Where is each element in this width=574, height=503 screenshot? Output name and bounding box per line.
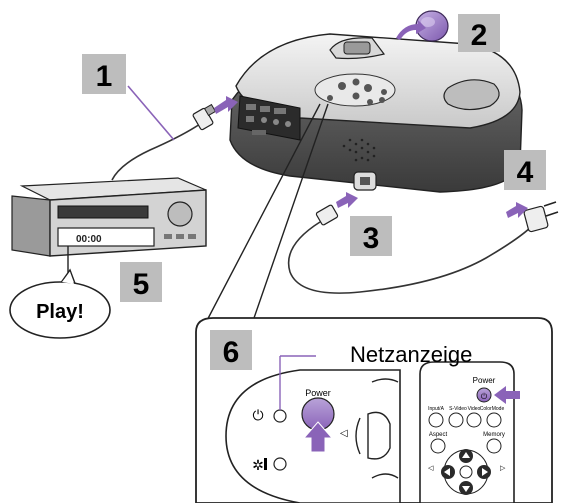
control-panel-closeup: ⏻ ✲ Power ◁ xyxy=(225,355,401,503)
video-plug xyxy=(192,103,217,131)
step-label-4: 4 xyxy=(504,150,546,190)
play-text: Play! xyxy=(36,301,84,323)
svg-text:6: 6 xyxy=(223,336,240,369)
lens-cap xyxy=(415,10,449,42)
volume-icon: ◁ xyxy=(340,428,348,439)
projector xyxy=(229,33,523,193)
remote-memory-button[interactable] xyxy=(486,438,502,454)
remote-closeup: Power ⏻ Input/A S-Video Video ColorMode … xyxy=(419,361,520,503)
svg-text:5: 5 xyxy=(133,268,150,301)
power-icon: ⏻ xyxy=(252,407,263,423)
arrow-icon xyxy=(302,421,334,453)
volume-icon: ▷ xyxy=(500,465,506,472)
panel-power-label: Power xyxy=(305,388,331,398)
vcr-display: 00:00 xyxy=(76,234,102,245)
svg-text:2: 2 xyxy=(471,19,488,52)
inset-title: Netzanzeige xyxy=(350,342,472,367)
step-label-6: 6 xyxy=(210,330,252,370)
step-label-2: 2 xyxy=(458,14,500,52)
wall-plug xyxy=(523,201,559,233)
remote-label-input: Input/A xyxy=(428,406,445,412)
remote-aspect-button[interactable] xyxy=(430,438,446,454)
play-speech-bubble xyxy=(9,268,111,339)
svg-text:1: 1 xyxy=(96,60,113,93)
step1-pointer-line xyxy=(127,85,175,141)
power-plug-projector xyxy=(315,204,339,226)
temp-indicator-led xyxy=(273,457,287,471)
power-cable xyxy=(287,221,533,294)
step-label-5: 5 xyxy=(120,262,162,302)
power-indicator-led xyxy=(273,409,287,423)
step-label-3: 3 xyxy=(350,216,392,256)
remote-svideo-button[interactable] xyxy=(448,412,464,428)
zoom-line-right xyxy=(253,103,329,319)
remote-label-colormode: ColorMode xyxy=(480,406,505,412)
volume-icon: ◁ xyxy=(428,465,434,472)
remote-label-aspect: Aspect xyxy=(429,432,448,438)
svg-text:3: 3 xyxy=(363,222,380,255)
remote-colormode-button[interactable] xyxy=(486,412,502,428)
remote-power-button[interactable] xyxy=(476,387,492,403)
remote-input-button[interactable] xyxy=(428,412,444,428)
step-label-1: 1 xyxy=(82,54,126,94)
remote-enter-button[interactable] xyxy=(459,465,473,479)
video-cable xyxy=(111,123,201,181)
power-icon: ⏻ xyxy=(481,392,488,401)
remote-label-svideo: S-Video xyxy=(449,406,467,412)
remote-video-button[interactable] xyxy=(466,412,482,428)
remote-power-label: Power xyxy=(473,376,496,385)
vcr xyxy=(11,177,207,257)
arrow-icon xyxy=(214,20,528,218)
svg-text:4: 4 xyxy=(517,156,534,189)
arrow-icon xyxy=(494,386,520,404)
remote-label-memory: Memory xyxy=(483,432,505,438)
zoom-line-left xyxy=(201,103,321,331)
temp-warning-icon: ✲ xyxy=(252,457,264,473)
remote-label-video: Video xyxy=(468,406,481,412)
